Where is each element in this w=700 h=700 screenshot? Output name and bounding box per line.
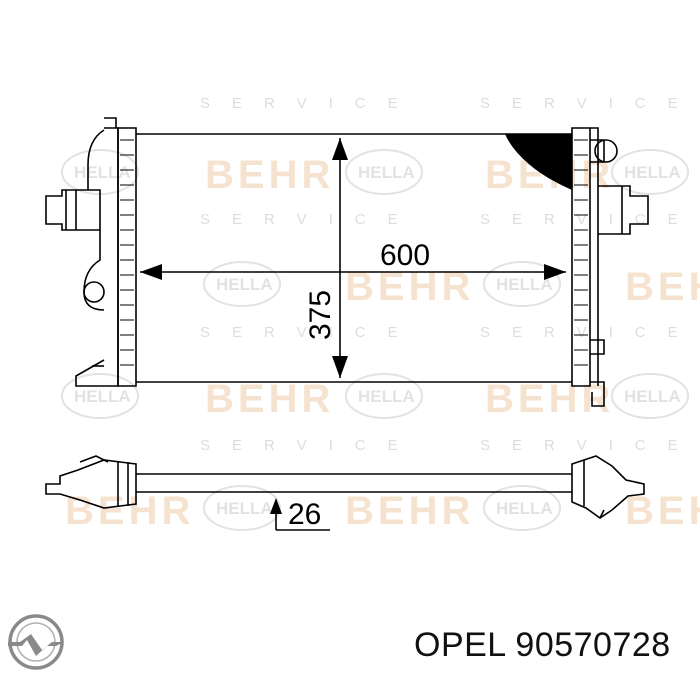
watermark-behr: BEHR (625, 265, 700, 309)
radiator-front-view (45, 117, 649, 407)
watermark-service: SERVICE (200, 211, 420, 228)
watermark-service: SERVICE (480, 95, 700, 112)
watermark-hella-text: HELLA (358, 163, 415, 182)
watermark-hella-text: HELLA (496, 275, 553, 294)
watermark-hella-text: HELLA (216, 275, 273, 294)
watermark-behr: BEHR (485, 377, 614, 421)
radiator-top-view (45, 455, 645, 519)
watermark-hella: HELLA (203, 485, 281, 531)
depth-dimension-label: 26 (288, 498, 321, 531)
dimension-width: 600 (140, 239, 566, 280)
watermark-hella: HELLA (611, 373, 689, 419)
watermark-hella-text: HELLA (216, 499, 273, 518)
watermark-hella-text: HELLA (624, 163, 681, 182)
watermark-behr: BEHR (345, 489, 474, 533)
right-tank-ribs (574, 139, 588, 366)
watermark-hella: HELLA (483, 261, 561, 307)
watermark-hella: HELLA (203, 261, 281, 307)
watermark-service: SERVICE (480, 437, 700, 454)
watermark-service: SERVICE (200, 324, 420, 341)
watermark-service: SERVICE (480, 211, 700, 228)
watermark-hella: HELLA (61, 373, 139, 419)
watermark-behr: BEHR (625, 489, 700, 533)
watermark-hella-text: HELLA (74, 163, 131, 182)
watermark-hella: HELLA (61, 149, 139, 195)
watermark-behr: BEHR (205, 377, 334, 421)
watermark-behr: BEHR (205, 153, 334, 197)
width-dimension-label: 600 (380, 239, 430, 272)
watermark-hella: HELLA (345, 149, 423, 195)
dimension-depth: 26 (270, 498, 330, 531)
left-tank-ribs (120, 139, 134, 366)
watermark-hella: HELLA (345, 373, 423, 419)
watermark-hella-text: HELLA (74, 387, 131, 406)
watermark-behr: BEHR (65, 489, 194, 533)
watermark-hella-text: HELLA (496, 499, 553, 518)
height-dimension-label: 375 (304, 290, 337, 340)
brand-name: OPEL (414, 626, 506, 664)
watermark-service: SERVICE (480, 324, 700, 341)
dimension-height: 375 (304, 138, 348, 378)
watermark-hella-text: HELLA (358, 387, 415, 406)
watermark-service: SERVICE (200, 95, 420, 112)
part-caption: OPEL 90570728 (414, 626, 671, 665)
opel-blitz-icon (8, 614, 64, 670)
watermark-hella: HELLA (483, 485, 561, 531)
watermark-service: SERVICE (200, 437, 420, 454)
part-number: 90570728 (515, 626, 671, 664)
watermark-hella-text: HELLA (624, 387, 681, 406)
watermark-hella: HELLA (611, 149, 689, 195)
